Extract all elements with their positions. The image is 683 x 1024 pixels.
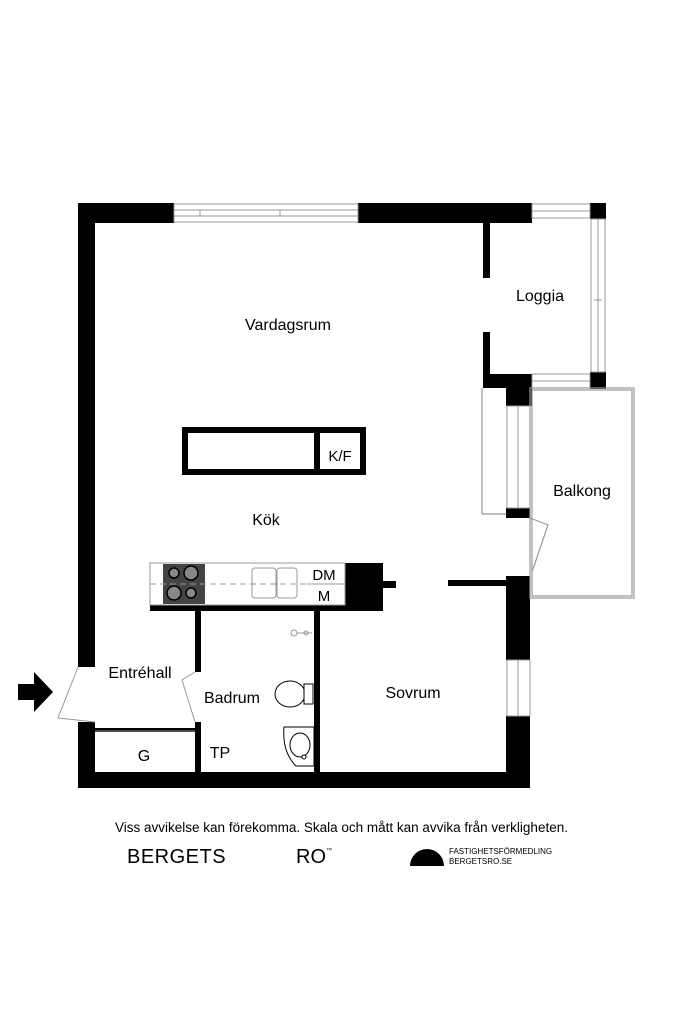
label-kok: Kök [252, 512, 281, 529]
wall-loggia-lower [483, 332, 490, 388]
floor-plan: Vardagsrum Loggia Kök K/F Balkong DM M E… [18, 203, 635, 788]
label-loggia: Loggia [516, 288, 564, 305]
wall-left-lower [78, 722, 95, 788]
kitchen-island [182, 427, 366, 475]
label-balkong: Balkong [553, 483, 611, 500]
trademark-mark: ™ [326, 848, 332, 854]
burner [183, 565, 199, 581]
brand-suffix-text: RO [296, 846, 326, 868]
burner [185, 587, 197, 599]
wall-top-left [78, 203, 174, 223]
wall-right-lower [506, 576, 530, 660]
bath-door-leaf [181, 671, 196, 723]
wall-loggia-corner-bottom [590, 372, 606, 389]
island-inner [188, 433, 314, 469]
windows [95, 203, 606, 732]
sink-right [276, 567, 298, 599]
balcony-door-leaf [529, 517, 549, 573]
wall-kitchen-duct [345, 563, 383, 610]
entrance-arrow-icon [18, 672, 53, 712]
window-top [173, 203, 359, 223]
wall-bottom [78, 772, 530, 788]
walls [78, 203, 606, 788]
wall-loggia-corner-top [590, 203, 606, 219]
burner [166, 585, 182, 601]
entrance-door [57, 666, 196, 723]
wall-loggia-upper [483, 222, 490, 278]
agency-line-2: BERGETSRO.SE [449, 857, 513, 866]
balcony-outline [529, 387, 635, 599]
kitchen-counter [149, 562, 346, 606]
wall-kitchen-stub [383, 581, 396, 588]
wall-pillar-right-b [506, 508, 530, 518]
wall-closet-top [95, 728, 195, 732]
balcony-inner [531, 389, 633, 597]
wall-top-right [358, 203, 532, 223]
label-vardagsrum: Vardagsrum [245, 317, 331, 334]
agency-info: FASTIGHETSFÖRMEDLING BERGETSRO.SE [449, 847, 552, 867]
label-badrum: Badrum [204, 690, 260, 707]
sink-icon [283, 726, 315, 767]
balcony-door-swing [481, 388, 506, 515]
wall-pillar-right [506, 374, 532, 406]
wall-sovrum-partition [448, 580, 508, 586]
bathroom-fixtures [274, 629, 315, 767]
half-circle-logo-icon [410, 849, 444, 866]
label-m: M [318, 588, 331, 605]
shower-icon [290, 629, 312, 637]
label-tp: TP [210, 745, 230, 762]
label-sovrum: Sovrum [385, 685, 440, 702]
balcony [481, 387, 635, 599]
wall-bath-left-upper [195, 610, 201, 672]
label-g: G [138, 748, 150, 765]
label-dm: DM [312, 567, 335, 584]
wall-bath-left-lower [195, 722, 201, 774]
kf-inner [320, 433, 360, 469]
label-entrehall: Entréhall [108, 665, 171, 682]
wall-left-upper [78, 203, 95, 667]
entrance-door-leaf [57, 666, 96, 723]
disclaimer-text: Viss avvikelse kan förekomma. Skala och … [115, 820, 568, 835]
wall-bath-right [314, 610, 320, 774]
brand-name-suffix: RO™ [296, 846, 332, 869]
burner [168, 567, 180, 579]
agency-line-1: FASTIGHETSFÖRMEDLING [449, 847, 553, 856]
brand-name: BERGETS [127, 846, 227, 868]
label-kf: K/F [328, 448, 351, 465]
wall-kitchen-bottom [150, 605, 383, 611]
sink-left [251, 567, 277, 599]
toilet-icon [274, 680, 314, 708]
